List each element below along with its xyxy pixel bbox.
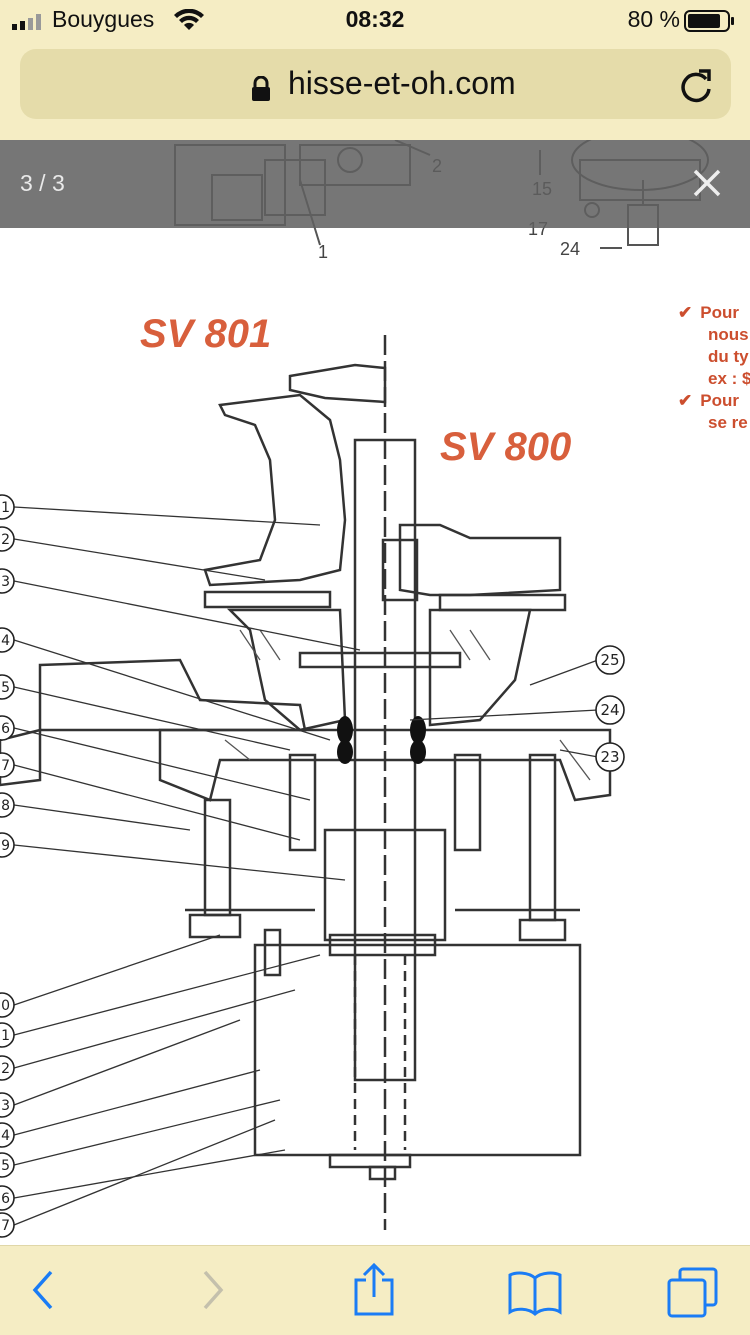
check-icon: ✔ [678,303,693,322]
browser-header: hisse-et-oh.com [0,40,750,140]
viewer-overlay: 3 / 3 [0,140,750,228]
reload-icon[interactable] [679,67,713,103]
bookmarks-icon[interactable] [508,1270,562,1316]
note-1-line-3: du ty [708,347,749,366]
battery-icon [684,10,734,32]
back-icon[interactable] [30,1268,56,1312]
note-1: ✔Pour [678,303,739,322]
bottom-toolbar [0,1245,750,1335]
callout-7: 7 [1,758,10,774]
callout-13: 13 [0,1098,10,1114]
callout-25: 25 [600,651,619,669]
wifi-icon [174,9,204,30]
forward-icon[interactable] [200,1268,226,1312]
winch-diagram: 25 24 23 20 21 22 1 2 3 4 5 6 7 8 9 10 1… [0,335,625,1238]
callout-4: 4 [1,633,10,649]
callout-15: 15 [0,1158,10,1174]
callout-5: 5 [1,680,10,696]
model-label-sv801: SV 801 [140,312,272,356]
callout-24: 24 [600,701,619,719]
check-icon: ✔ [678,391,693,410]
battery-percent: 80 % [627,6,680,32]
lock-icon [252,76,270,101]
callout-16: 16 [0,1191,10,1207]
address-bar[interactable]: hisse-et-oh.com [20,49,731,119]
note-2-line-2: se re [708,413,748,432]
side-notes: ✔Pour nous du ty ex : $ ✔Pour se re [678,302,750,434]
callout-8: 8 [1,798,10,814]
image-counter: 3 / 3 [20,170,65,196]
url-text: hisse-et-oh.com [288,65,516,101]
callout-14: 14 [0,1128,10,1144]
status-bar: Bouygues 08:32 80 % [0,0,750,40]
close-icon[interactable] [692,168,722,198]
note-2: ✔Pour [678,391,739,410]
clock: 08:32 [345,6,405,32]
callout-23: 23 [600,748,619,766]
callout-11: 11 [0,1028,10,1044]
callout-12: 12 [0,1061,10,1077]
top-label-1: 1 [318,242,328,262]
callout-2: 2 [1,532,10,548]
callout-1: 1 [1,500,10,516]
note-1-line-4: ex : $ [708,369,750,388]
callout-3: 3 [1,574,10,590]
model-label-sv800: SV 800 [440,425,572,469]
note-1-line-2: nous [708,325,749,344]
callout-10: 10 [0,998,10,1014]
callout-17: 17 [0,1218,10,1234]
tabs-icon[interactable] [666,1266,720,1320]
carrier-name: Bouygues [52,6,155,32]
share-icon[interactable] [352,1262,396,1316]
top-label-24: 24 [560,239,580,259]
callout-9: 9 [1,838,10,854]
image-viewer[interactable]: 2 15 17 24 1 3 / 3 [0,140,750,1245]
signal-icon [12,14,41,30]
callout-6: 6 [1,721,10,737]
